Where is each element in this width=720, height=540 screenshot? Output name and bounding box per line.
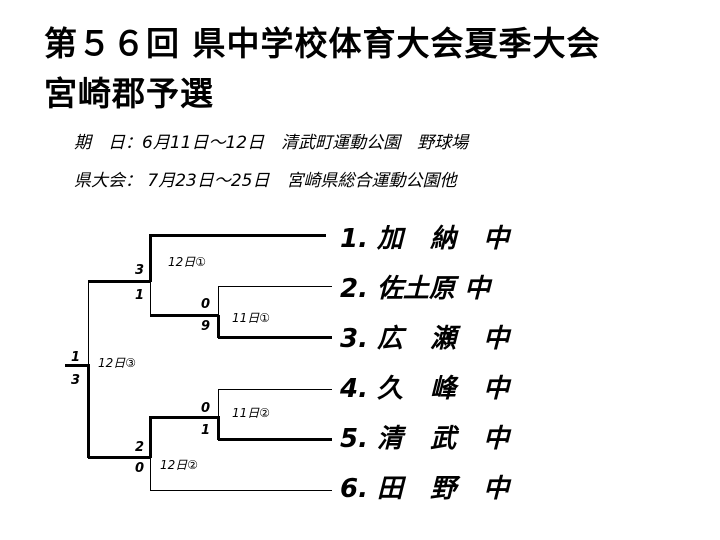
score: 9 <box>201 319 211 334</box>
bracket-line <box>150 314 219 317</box>
bracket-line <box>218 286 332 287</box>
rank: 1. <box>340 224 368 254</box>
bracket-line <box>150 234 326 237</box>
game-label: 12日② <box>160 458 199 472</box>
bracket-line <box>88 281 89 365</box>
score: 2 <box>135 440 145 455</box>
rank: 3. <box>340 324 368 354</box>
game-label: 11日② <box>232 406 271 420</box>
bracket-line <box>150 416 219 419</box>
team-name: 久 峰 中 <box>377 374 519 404</box>
game-label: 12日③ <box>98 356 137 370</box>
team-6: 6. 田 野 中 <box>340 474 518 504</box>
team-name: 清 武 中 <box>377 424 519 454</box>
bracket-line <box>149 416 152 458</box>
bracket-line <box>150 281 151 316</box>
bracket-line <box>149 234 152 282</box>
team-3: 3. 広 瀬 中 <box>340 324 518 354</box>
team-5: 5. 清 武 中 <box>340 424 518 454</box>
team-1: 1. 加 納 中 <box>340 224 518 254</box>
bracket-line <box>87 364 90 458</box>
score: 1 <box>71 350 81 365</box>
team-name: 田 野 中 <box>377 474 519 504</box>
team-name: 佐土原 中 <box>377 274 491 304</box>
bracket-line <box>218 286 219 316</box>
bracket-line <box>218 336 332 339</box>
bracket-line <box>218 389 332 390</box>
bracket-line <box>65 364 89 367</box>
rank: 6. <box>340 474 368 504</box>
bracket-line <box>217 315 220 338</box>
game-label: 11日① <box>232 311 271 325</box>
schedule-info: 期 日：6月11日～12日 清武町運動公園 野球場 <box>74 133 469 153</box>
team-name: 加 納 中 <box>377 224 519 254</box>
bracket-line <box>218 389 219 417</box>
team-2: 2. 佐土原 中 <box>340 274 490 304</box>
score: 1 <box>135 288 145 303</box>
score: 0 <box>135 461 145 476</box>
bracket-line <box>217 416 220 440</box>
prefecture-tournament-info: 県大会： 7月23日～25日 宮崎県総合運動公園他 <box>74 171 457 191</box>
bracket-line <box>218 438 332 441</box>
rank: 4. <box>340 374 368 404</box>
score: 0 <box>201 401 211 416</box>
game-label: 12日① <box>168 255 207 269</box>
bracket-line <box>88 456 151 459</box>
title-line-2: 宮崎郡予選 <box>44 74 214 113</box>
score: 3 <box>135 263 145 278</box>
team-4: 4. 久 峰 中 <box>340 374 518 404</box>
bracket-line <box>150 490 332 491</box>
bracket-line <box>150 457 151 491</box>
bracket-line <box>88 280 151 283</box>
score: 0 <box>201 297 211 312</box>
score: 3 <box>71 373 81 388</box>
team-name: 広 瀬 中 <box>377 324 519 354</box>
score: 1 <box>201 423 211 438</box>
rank: 5. <box>340 424 368 454</box>
title-line-1: 第５６回 県中学校体育大会夏季大会 <box>44 24 601 63</box>
rank: 2. <box>340 274 368 304</box>
